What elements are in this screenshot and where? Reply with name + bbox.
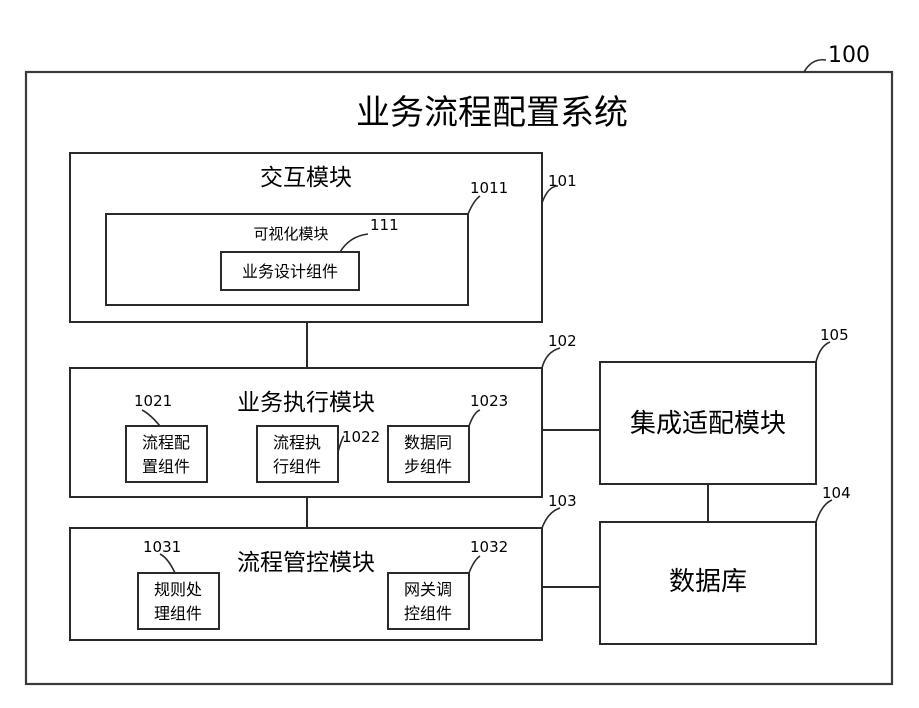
business-design-component-label: 业务设计组件 — [242, 262, 338, 281]
system-ref: 100 — [828, 43, 870, 68]
interaction-module-title: 交互模块 — [260, 165, 352, 191]
data-sync-component-line2: 步组件 — [404, 457, 452, 476]
system-ref-leader — [804, 60, 826, 72]
data-sync-component-line1: 数据同 — [404, 433, 452, 452]
business-design-ref: 111 — [370, 216, 399, 234]
process-config-ref: 1021 — [134, 392, 172, 410]
process-config-component-line2: 置组件 — [142, 457, 190, 476]
gateway-control-component-line1: 网关调 — [404, 580, 452, 599]
execution-module-ref: 102 — [548, 332, 577, 350]
rule-processing-component-line1: 规则处 — [154, 580, 202, 599]
gateway-control-component-line2: 控组件 — [404, 604, 452, 623]
database-ref: 104 — [822, 484, 851, 502]
integration-module-title: 集成适配模块 — [630, 409, 786, 439]
integration-module-ref: 105 — [820, 326, 849, 344]
visual-module-ref: 1011 — [470, 179, 508, 197]
process-config-component-line1: 流程配 — [142, 433, 190, 452]
interaction-module: 交互模块 101 可视化模块 1011 业务设计组件 111 — [70, 153, 577, 322]
rule-processing-component-line2: 理组件 — [154, 604, 202, 623]
system-title: 业务流程配置系统 — [356, 93, 628, 133]
gateway-control-ref: 1032 — [470, 538, 508, 556]
process-exec-component-line1: 流程执 — [273, 433, 321, 452]
process-exec-ref: 1022 — [342, 428, 380, 446]
execution-module-title: 业务执行模块 — [237, 390, 375, 416]
interaction-module-ref: 101 — [548, 172, 577, 190]
control-module-ref: 103 — [548, 492, 577, 510]
database-title: 数据库 — [669, 567, 747, 597]
process-exec-component-line2: 行组件 — [273, 457, 321, 476]
control-module-title: 流程管控模块 — [237, 550, 375, 576]
rule-processing-ref: 1031 — [143, 538, 181, 556]
visual-module-title: 可视化模块 — [253, 225, 328, 243]
data-sync-ref: 1023 — [470, 392, 508, 410]
